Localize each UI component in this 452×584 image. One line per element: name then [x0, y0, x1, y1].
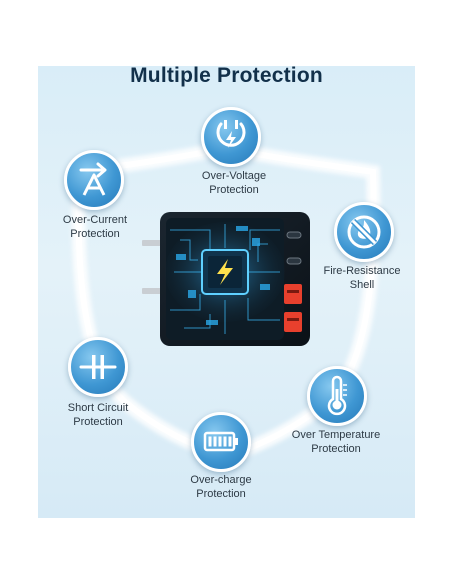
over-voltage-line1: Over-Voltage [201, 170, 267, 182]
over-charge-label: Over-charge Protection [161, 473, 281, 501]
over-voltage-badge [201, 107, 261, 167]
over-voltage-label: Over-Voltage Protection [174, 169, 294, 197]
over-charge-line1: Over-charge [190, 474, 252, 486]
over-temperature-line2: Protection [311, 443, 361, 455]
fire-resistance-line1: Fire-Resistance [323, 265, 401, 277]
short-circuit-badge [68, 337, 128, 397]
fire-resistance-label: Fire-Resistance Shell [302, 264, 422, 292]
battery-full-icon [203, 431, 238, 452]
over-current-line1: Over-Current [62, 214, 128, 226]
short-circuit-line1: Short Circuit [67, 402, 129, 414]
over-current-badge [64, 150, 124, 210]
fire-resistance-badge [334, 202, 394, 262]
over-temperature-badge [307, 366, 367, 426]
fire-resistance-line2: Shell [349, 279, 375, 291]
page-title: Multiple Protection [130, 64, 323, 87]
over-voltage-line2: Protection [209, 184, 259, 196]
over-charge-line2: Protection [196, 488, 246, 500]
ampere-icon [79, 162, 107, 196]
over-current-label: Over-Current Protection [35, 213, 155, 241]
short-circuit-icon [79, 355, 117, 379]
over-temperature-label: Over Temperature Protection [276, 428, 396, 456]
short-circuit-label: Short Circuit Protection [38, 401, 158, 429]
no-fire-icon [347, 215, 381, 249]
plug-bolt-icon [216, 120, 246, 148]
over-charge-badge [191, 412, 251, 472]
charger-image [142, 212, 310, 346]
short-circuit-line2: Protection [73, 416, 123, 428]
over-temperature-line1: Over Temperature [291, 429, 381, 441]
over-current-line2: Protection [70, 228, 120, 240]
thermometer-icon [327, 375, 347, 416]
